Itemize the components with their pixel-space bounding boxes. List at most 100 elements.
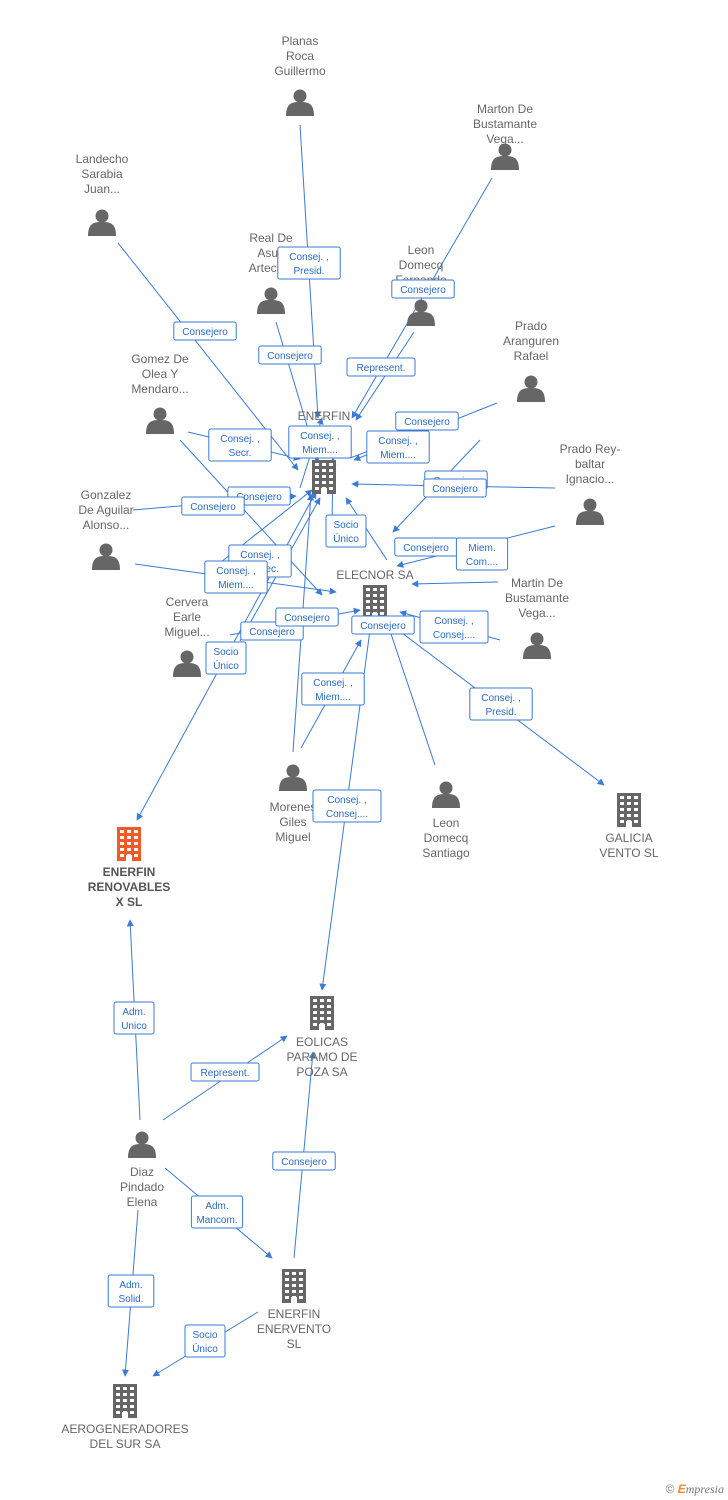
relation-label-text: Consejero	[267, 351, 313, 362]
relation-label-box	[395, 411, 459, 431]
relation-label[interactable]: Consejero	[351, 615, 415, 635]
node-label: De Aguilar	[78, 503, 133, 517]
relation-label[interactable]: Adm.Unico	[113, 1001, 155, 1035]
building-icon	[117, 827, 141, 861]
person-icon	[523, 632, 551, 659]
relation-label[interactable]: Consej. ,Miem....	[366, 430, 430, 464]
relation-label[interactable]: Consej. ,Miem....	[204, 560, 268, 594]
node-label: Aranguren	[503, 334, 559, 348]
person-icon	[286, 89, 314, 116]
building-icon	[113, 1384, 137, 1418]
node-label: POZA SA	[296, 1065, 347, 1079]
relation-label-box	[325, 514, 367, 548]
relation-label[interactable]: Consej. ,Presid.	[277, 246, 341, 280]
node-label: Martin De	[511, 576, 563, 590]
node-label: ENERVENTO	[257, 1322, 331, 1336]
node-prado_rb[interactable]: Prado Rey-baltarIgnacio...	[560, 442, 621, 525]
relation-label-box	[190, 1195, 244, 1229]
node-martin[interactable]: Martin DeBustamanteVega...	[505, 576, 569, 659]
relation-label-text: Socio	[333, 520, 358, 531]
node-label: ELECNOR SA	[336, 568, 413, 582]
relation-label[interactable]: Consej. ,Miem....	[288, 425, 352, 459]
node-label: Gonzalez	[81, 488, 132, 502]
relation-label[interactable]: Adm.Solid.	[107, 1274, 155, 1308]
relation-label[interactable]: Consejero	[258, 345, 322, 365]
node-leonf[interactable]: LeonDomecqFernando	[395, 243, 447, 326]
relation-label[interactable]: Consejero	[391, 279, 455, 299]
relation-label[interactable]: Consej. ,Consej....	[312, 789, 382, 823]
person-icon	[257, 287, 285, 314]
node-label: AEROGENERADORES	[61, 1422, 188, 1436]
relation-label[interactable]: Represent.	[190, 1062, 260, 1082]
relation-label-text: Miem.	[468, 543, 495, 554]
relation-label[interactable]: Consejero	[394, 537, 458, 557]
relation-label-text: Único	[333, 532, 359, 545]
relation-label-text: Socio	[192, 1330, 217, 1341]
node-label: Ignacio...	[566, 472, 615, 486]
relation-label[interactable]: Consejero	[275, 607, 339, 627]
relation-label-box	[275, 607, 339, 627]
relation-label-box	[351, 615, 415, 635]
relation-label-text: Consejero	[404, 417, 450, 428]
relation-label-text: Consejero	[249, 627, 295, 638]
empresia-logo[interactable]: © Empresia	[666, 1482, 724, 1497]
node-marton[interactable]: Marton DeBustamanteVega...	[473, 102, 537, 170]
relation-edge	[210, 489, 313, 571]
relation-label[interactable]: Consejero	[173, 321, 237, 341]
relation-label[interactable]: Consejero	[181, 496, 245, 516]
relation-label-text: Consej. ,	[481, 693, 520, 704]
relation-label-box	[208, 428, 272, 462]
node-label: PARAMO DE	[286, 1050, 357, 1064]
node-label: Rafael	[514, 349, 549, 363]
node-landecho[interactable]: LandechoSarabiaJuan...	[76, 152, 129, 236]
person-icon	[279, 764, 307, 791]
relation-label[interactable]: Consej. ,Secr.	[208, 428, 272, 462]
relation-label[interactable]: Consejero	[272, 1151, 336, 1171]
node-label: Gomez De	[131, 352, 189, 366]
relation-label-box	[419, 610, 489, 644]
relation-label-box	[391, 279, 455, 299]
node-label: Giles	[279, 815, 306, 829]
node-label: Olea Y	[142, 367, 178, 381]
node-label: Landecho	[76, 152, 129, 166]
person-icon	[88, 209, 116, 236]
relation-label[interactable]: Consejero	[423, 478, 487, 498]
node-label: Prado Rey-	[560, 442, 621, 456]
relation-label[interactable]: Consej. ,Presid.	[469, 687, 533, 721]
relation-label[interactable]: Represent.	[346, 357, 416, 377]
relation-label[interactable]: Consej. ,Consej....	[419, 610, 489, 644]
node-label: Marton De	[477, 102, 533, 116]
relation-label[interactable]: Miem.Com....	[455, 537, 509, 571]
relation-label-box	[272, 1151, 336, 1171]
copyright-symbol: ©	[665, 1482, 675, 1496]
person-icon	[128, 1131, 156, 1158]
relation-label-box	[301, 672, 365, 706]
relation-labels-layer: Consej. ,Presid.ConsejeroConsejeroConsej…	[107, 246, 533, 1358]
node-elecnor[interactable]: ELECNOR SA	[336, 568, 414, 619]
node-label: Alonso...	[83, 518, 130, 532]
relation-label-box	[204, 560, 268, 594]
relation-label[interactable]: Consej. ,Miem....	[301, 672, 365, 706]
node-cervera[interactable]: CerveraEarleMiguel...	[164, 595, 210, 677]
node-label: SL	[287, 1337, 302, 1351]
relation-label[interactable]: Consejero	[395, 411, 459, 431]
node-label: Morenes	[270, 800, 317, 814]
relation-label-text: Consej....	[433, 630, 475, 641]
node-label: Juan...	[84, 182, 120, 196]
relation-label[interactable]: Adm.Mancom.	[190, 1195, 244, 1229]
